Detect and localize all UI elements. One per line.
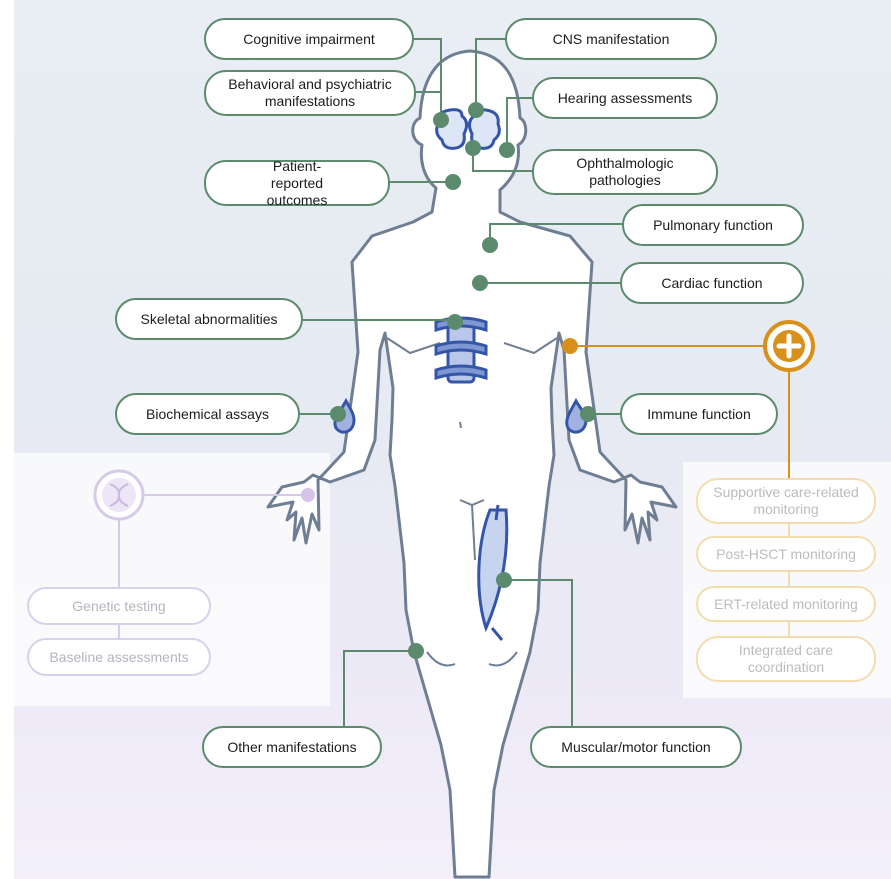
label-behavioral-psychiatric: Behavioral and psychiatric manifestation… xyxy=(204,70,416,116)
label-ert-related-monitoring: ERT-related monitoring xyxy=(696,586,876,622)
label-ophthalmologic-pathologies: Ophthalmologic pathologies xyxy=(532,149,718,195)
genetic-marker xyxy=(301,488,315,502)
label-cns-manifestation: CNS manifestation xyxy=(505,18,717,60)
label-cognitive-impairment: Cognitive impairment xyxy=(204,18,414,60)
label-post-hsct-monitoring: Post-HSCT monitoring xyxy=(696,536,876,572)
label-other-manifestations: Other manifestations xyxy=(202,726,382,768)
label-biochemical-assays: Biochemical assays xyxy=(115,393,300,435)
label-muscular-motor-function: Muscular/motor function xyxy=(530,726,742,768)
label-integrated-care-coordination: Integrated care coordination xyxy=(696,636,876,682)
spine-icon xyxy=(436,318,486,382)
label-hearing-assessments: Hearing assessments xyxy=(532,77,718,119)
medical-plus-icon xyxy=(765,322,813,370)
label-genetic-testing: Genetic testing xyxy=(27,587,211,625)
label-cardiac-function: Cardiac function xyxy=(620,262,804,304)
label-patient-reported-outcomes: Patient-reported outcomes xyxy=(204,160,390,206)
label-baseline-assessments: Baseline assessments xyxy=(27,638,211,676)
dna-icon xyxy=(95,471,143,519)
label-pulmonary-function: Pulmonary function xyxy=(622,204,804,246)
care-marker xyxy=(562,338,578,354)
label-immune-function: Immune function xyxy=(620,393,778,435)
label-supportive-care-monitoring: Supportive care-related monitoring xyxy=(696,478,876,524)
label-skeletal-abnormalities: Skeletal abnormalities xyxy=(115,298,303,340)
